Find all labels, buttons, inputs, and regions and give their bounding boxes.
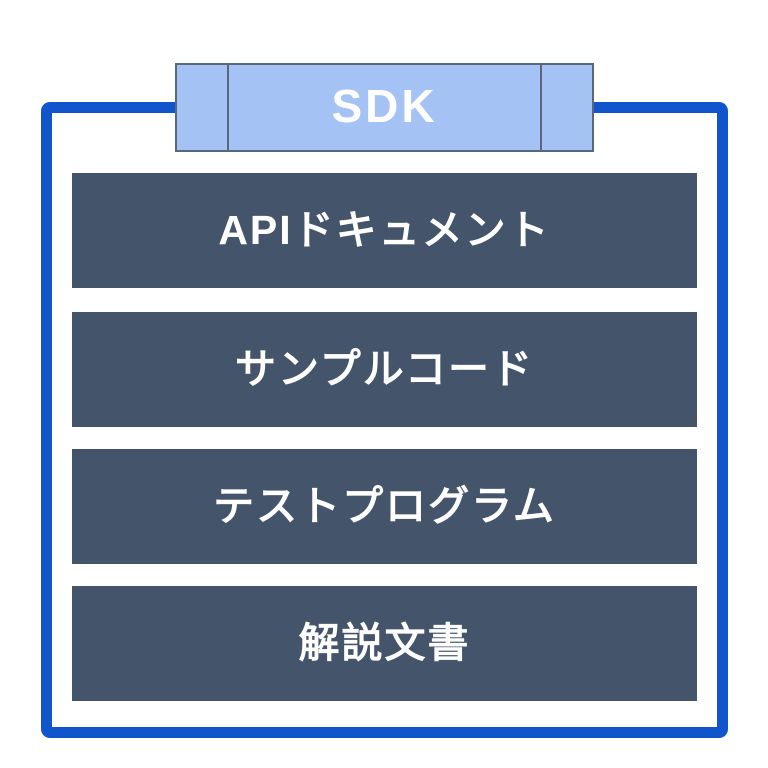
layer-explanation-document: 解説文書 (72, 586, 697, 701)
sdk-tab-label: SDK (331, 79, 438, 132)
layer-label: APIドキュメント (218, 207, 551, 253)
layer-label: サンプルコード (235, 346, 534, 392)
layer-api-document: APIドキュメント (72, 173, 697, 288)
tab-divider-right (540, 65, 542, 150)
layer-test-program: テストプログラム (72, 449, 697, 564)
sdk-tab: SDK (175, 63, 594, 152)
layer-sample-code: サンプルコード (72, 312, 697, 427)
layer-label: テストプログラム (213, 483, 556, 529)
layer-label: 解説文書 (298, 620, 471, 666)
tab-divider-left (227, 65, 229, 150)
